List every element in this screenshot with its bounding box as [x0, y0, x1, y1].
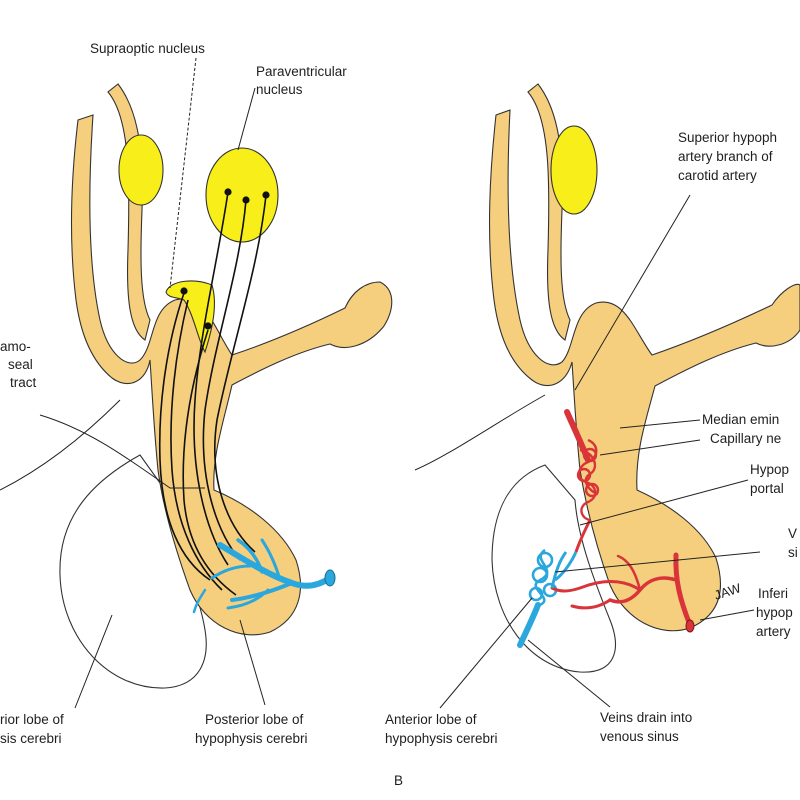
portal-vessel-blue	[554, 551, 578, 582]
inferior-label-3: artery	[756, 624, 791, 639]
venous-label-1: V	[788, 526, 797, 541]
left-ventricle-wall	[107, 83, 151, 341]
superior-label-1: Superior hypoph	[678, 130, 777, 145]
inferior-artery-end	[685, 619, 695, 633]
median-label: Median emin	[702, 412, 779, 427]
inferior-label-2: hypop	[756, 605, 793, 620]
capillary-label: Capillary ne	[710, 431, 781, 446]
veins-label-2: venous sinus	[600, 729, 679, 744]
capillary-leader	[599, 439, 701, 456]
portal-label-2: portal	[750, 481, 784, 496]
right-nucleus	[550, 125, 598, 215]
right-contour	[414, 394, 546, 471]
posterior-label-1: Posterior lobe of	[205, 712, 304, 727]
paraventricular-leader	[237, 87, 256, 151]
left-posterior-veins	[192, 538, 333, 614]
right-ventricle-wall	[527, 83, 571, 341]
inferior-label-1: Inferi	[758, 586, 788, 601]
veins-label-1: Veins drain into	[600, 710, 692, 725]
superior-label-2: artery branch of	[678, 149, 773, 164]
paraventricular-label-2: nucleus	[256, 82, 303, 97]
median-leader	[619, 419, 701, 429]
portal-label-1: Hypop	[750, 462, 789, 477]
veins-leader	[527, 639, 611, 708]
tract-label-3: tract	[10, 375, 37, 390]
right-anterior-label-2: hypophysis cerebri	[385, 731, 498, 746]
right-panel: Superior hypoph artery branch of carotid…	[385, 83, 800, 746]
left-anterior-label-1: rior lobe of	[0, 712, 64, 727]
supraoptic-leader	[169, 57, 197, 289]
secondary-plexus	[528, 548, 558, 607]
capillary-network	[576, 438, 600, 522]
right-anterior-leader	[439, 597, 533, 709]
left-vein-outlet	[324, 569, 336, 587]
hypothalamo-hypophyseal-fibers	[158, 191, 267, 596]
supraoptic-label: Supraoptic nucleus	[90, 41, 205, 56]
tract-label-1: amo-	[0, 339, 31, 354]
anterior-drain-vein	[517, 602, 541, 648]
left-hypothalamus-tissue	[70, 114, 393, 636]
tract-leader	[39, 414, 205, 489]
venous-label-2: si	[788, 545, 798, 560]
posterior-leader	[239, 619, 266, 706]
left-nucleus-small	[118, 134, 164, 206]
inferior-leader	[699, 609, 755, 621]
superior-hypophyseal-artery	[564, 409, 591, 463]
superior-leader	[574, 194, 691, 391]
inferior-hypophyseal-artery	[550, 552, 693, 628]
left-anterior-label-2: sis cerebri	[0, 731, 62, 746]
right-hypothalamus-tissue	[488, 109, 800, 632]
venous-leader	[554, 551, 761, 573]
portal-leader	[579, 479, 749, 526]
left-anterior-leader	[74, 614, 113, 709]
fiber-cell-bodies	[180, 188, 270, 330]
paraventricular-label-1: Paraventricular	[256, 64, 347, 79]
superior-label-3: carotid artery	[678, 168, 757, 183]
panel-label-b: B	[394, 773, 403, 788]
right-anterior-label-1: Anterior lobe of	[385, 712, 477, 727]
left-contour	[0, 399, 121, 491]
tract-label-2: seal	[8, 357, 33, 372]
venous-sinus-vein	[550, 551, 568, 589]
right-anterior-lobe	[491, 464, 616, 673]
left-panel: Supraoptic nucleus Paraventricular nucle…	[0, 41, 393, 746]
posterior-label-2: hypophysis cerebri	[195, 731, 308, 746]
